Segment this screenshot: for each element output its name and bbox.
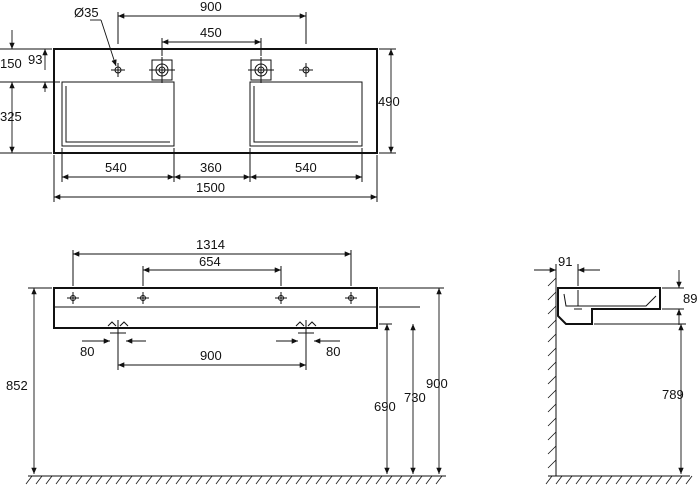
tap-hole-right: [299, 63, 313, 77]
drain-left: [149, 57, 175, 83]
middle-gap-label: 360: [200, 160, 222, 175]
inner-holes-spacing-label: 654: [199, 254, 221, 269]
front-holes: [67, 292, 357, 304]
basin-width-right-label: 540: [295, 160, 317, 175]
height-730-label: 730: [404, 390, 426, 405]
top-view: Ø35 900 450 150 93 325 490: [0, 0, 400, 202]
top-view-outline: [53, 48, 378, 154]
basin-depth-label: 325: [0, 109, 22, 124]
outer-holes-spacing-label: 1314: [196, 237, 225, 252]
floor-hatch: [25, 475, 443, 485]
waste-offset-right-label: 80: [326, 344, 340, 359]
side-top-depth-label: 91: [558, 254, 572, 269]
side-basin-profile: [557, 287, 661, 325]
waste-outlet-right: [295, 320, 317, 345]
front-view-outline: [53, 287, 378, 329]
waste-spacing-label: 900: [200, 348, 222, 363]
basin-width-left-label: 540: [105, 160, 127, 175]
tap-spacing-label: 900: [200, 0, 222, 14]
left-basin-outline: [61, 81, 175, 147]
waste-offset-left-label: 80: [80, 344, 94, 359]
side-view: 91 89 789: [534, 254, 697, 485]
hole-diameter-label: Ø35: [74, 5, 99, 20]
drain-right: [248, 57, 274, 83]
height-852-label: 852: [6, 378, 28, 393]
right-basin-outline: [249, 81, 363, 147]
wall-hatch: [547, 277, 557, 469]
side-floor-hatch: [545, 475, 693, 485]
edge-150-label: 150: [0, 56, 22, 71]
tap-hole-left: [111, 63, 125, 77]
side-thickness-label: 89: [683, 291, 697, 306]
overall-width-label: 1500: [196, 180, 225, 195]
drain-spacing-label: 450: [200, 25, 222, 40]
height-690-label: 690: [374, 399, 396, 414]
side-height-label: 789: [662, 387, 684, 402]
front-view: 1314 654 80 80 900 852 690 730 900: [6, 237, 448, 485]
height-900-label: 900: [426, 376, 448, 391]
depth-label: 490: [378, 94, 400, 109]
edge-93-label: 93: [28, 52, 42, 67]
waste-outlet-left: [107, 320, 129, 345]
